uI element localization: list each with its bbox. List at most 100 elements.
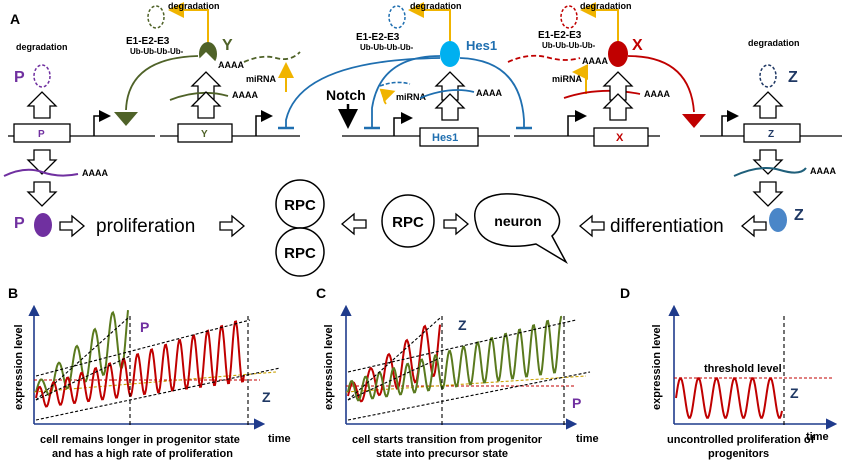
p-protein-label-2: P [14,215,25,232]
hes1-up-arrow [434,71,466,101]
hes1-self-repression [371,55,441,128]
c-z-label: Z [458,317,467,333]
x-degradation-arrow [580,2,619,44]
b-series-z [35,320,245,408]
z-down-arrow-2 [752,181,784,207]
x-up-arrow [602,71,634,101]
p-down-arrow-1 [26,149,58,175]
x-to-z-line [627,55,695,113]
differentiation-to-neuron-arrow [578,214,605,238]
b-envelope-2 [35,355,131,401]
y-degraded-mrna [243,51,301,63]
c-ylabel: expression level [323,324,335,410]
p-mrna [3,168,79,177]
x-gene-label: X [616,132,624,144]
notch-label: Notch [326,87,366,103]
p-polya: AAAA [82,168,108,178]
p-promoter-arrow [93,110,111,136]
x-degradation-label: degradation [580,1,632,11]
z-mrna [733,167,807,177]
hes1-ub-chain: Ub-Ub-Ub-Ub- [360,43,414,52]
rpc-cell-2 [275,227,325,277]
hes1-degraded-protein [388,5,406,29]
z-degraded-protein [759,64,777,88]
z-gene-box [743,123,801,143]
x-promoter-arrow [567,110,587,136]
x-mirna-label: miRNA [552,74,583,84]
z-down-arrow-1 [752,149,784,175]
y-protein-label: Y [222,37,233,54]
c-guide-yellow [345,375,587,393]
b-caption-1: cell remains longer in progenitor state [40,434,240,446]
y-up-arrow-2 [190,91,222,119]
d-ylabel: expression level [651,324,663,410]
b-envelope-4 [35,367,281,421]
c-xlabel: time [576,433,599,445]
d-threshold-label: threshold level [704,363,782,375]
x-gene-box [593,127,649,147]
d-caption-2: progenitors [708,448,769,460]
y-blank-2 [192,52,220,82]
z-protein-label: Z [788,69,798,86]
d-caption-1: uncontrolled proliferation of [667,434,815,446]
c-envelope-3 [347,319,577,373]
d-xlabel: time [806,431,829,443]
p-protein [34,213,52,237]
y-mirna-label: miRNA [246,74,277,84]
hes1-degraded-mrna [379,81,411,87]
neuron-cell [474,193,568,265]
b-envelope-1 [35,317,129,401]
rpc-cell-center [381,194,435,248]
panel-label-d: D [620,285,630,301]
b-caption-2: and has a high rate of proliferation [52,448,233,460]
c-envelope-1 [347,317,441,401]
c-caption-2: state into precursor state [376,448,508,460]
hes1-to-x-repression [459,57,525,128]
hes1-mrna [419,89,475,99]
hes1-mirna-label: miRNA [396,92,427,102]
hes1-mirna-arrow [379,88,396,105]
y-polya-top: AAAA [218,60,244,70]
hes1-protein [440,41,460,67]
x-ub-label: E1-E2-E3 [538,30,582,41]
x-protein [608,41,628,67]
hes1-gene-label: Hes1 [432,132,458,144]
hes1-to-y-repression [285,57,441,128]
hes1-up-arrow-2 [434,93,466,121]
z-protein [769,208,787,232]
hes1-degradation-arrow [408,2,451,44]
proliferation-to-rpc-arrow [219,214,246,238]
x-degraded-mrna [507,54,581,63]
p-degradation-label: degradation [16,42,68,52]
y-ub-label: E1-E2-E3 [126,36,170,47]
differentiation-label: differentiation [610,216,724,237]
hes1-promoter-arrow [393,112,413,136]
z-to-differentiation-arrow [740,214,767,238]
hes1-ub-label: E1-E2-E3 [356,32,400,43]
neuron-label: neuron [494,213,541,229]
panel-label-c: C [316,285,326,301]
z-up-arrow [752,91,784,119]
y-mrna [169,91,229,101]
hes1-degradation-label: degradation [410,1,462,11]
y-to-p-line [125,55,199,111]
c-series-red [347,324,441,403]
panel-label-b: B [8,285,18,301]
p-to-proliferation-arrow [59,214,86,238]
x-mrna [563,89,641,99]
graph-c [340,304,591,430]
d-series [675,377,783,419]
z-protein-label-2: Z [794,207,804,224]
rpc-label-2: RPC [284,245,316,262]
x-activation-head [682,114,706,128]
x-degraded-protein [560,5,578,29]
x-protein-label: X [632,37,643,54]
y-degradation-label: degradation [168,1,220,11]
c-series-green [347,315,563,402]
hes1-polya: AAAA [476,88,502,98]
p-up-arrow [26,91,58,119]
graph-b [28,304,281,430]
z-polya: AAAA [810,166,836,176]
